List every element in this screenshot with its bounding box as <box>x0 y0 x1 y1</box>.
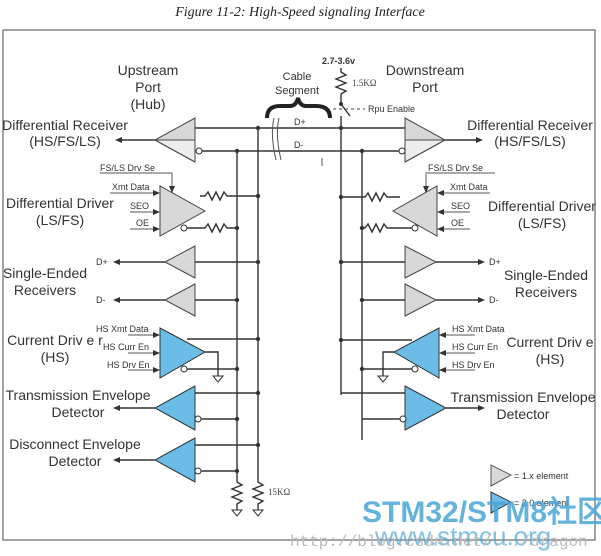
pulldown-resistor-dminus-icon <box>230 478 244 510</box>
cable-brace-icon <box>265 97 332 119</box>
svg-text:Segment: Segment <box>275 85 319 97</box>
downstream-seo: SEO <box>451 201 470 211</box>
downstream-se-dplus: D+ <box>489 257 501 267</box>
upstream-hs-drv-en: HS Drv En <box>107 360 150 370</box>
svg-text:(HS): (HS) <box>536 351 565 367</box>
upstream-current-driver-label: Current Driv e r (HS) <box>7 332 103 365</box>
figure-caption: Figure 11-2: High-Speed signaling Interf… <box>174 5 425 20</box>
downstream-diff-receiver-label: Differential Receiver (HS/FS/LS) <box>467 117 593 149</box>
legend: = 1.x element = 2.0 element <box>490 464 569 514</box>
svg-text:Detector: Detector <box>52 404 105 420</box>
legend-20-label: = 2.0 element <box>514 498 569 508</box>
svg-text:Transmission Envelope: Transmission Envelope <box>6 387 151 403</box>
svg-text:Detector: Detector <box>49 453 102 469</box>
downstream-hs-xmt-data: HS Xmt Data <box>452 324 505 334</box>
dplus-label: D+ <box>294 117 306 127</box>
upstream-se-receiver-dplus <box>163 245 196 279</box>
svg-text:(HS/FS/LS): (HS/FS/LS) <box>29 133 101 149</box>
downstream-se-label: Single-Ended Receivers <box>504 267 588 300</box>
legend-1x-label: = 1.x element <box>514 471 569 481</box>
svg-text:Differential Receiver: Differential Receiver <box>467 117 593 133</box>
downstream-tx-envelope-detector <box>404 385 448 431</box>
downstream-current-driver-label: Current Driv e (HS) <box>506 334 593 367</box>
downstream-diff-driver-label: Differential Driver (LS/FS) <box>488 198 596 231</box>
svg-text:Differential Driver: Differential Driver <box>488 198 596 214</box>
svg-text:(LS/FS): (LS/FS) <box>518 215 566 231</box>
ground-icon <box>251 509 265 517</box>
svg-text:Port: Port <box>135 79 161 95</box>
downstream-xmt-data: Xmt Data <box>450 182 488 192</box>
svg-text:Current Driv e: Current Driv e <box>506 334 593 350</box>
rpu-switch-icon <box>340 103 351 117</box>
svg-text:Single-Ended: Single-Ended <box>3 265 87 281</box>
svg-text:Upstream: Upstream <box>118 62 179 78</box>
upstream-diff-driver-label: Differential Driver (LS/FS) <box>6 195 114 228</box>
svg-text:Disconnect Envelope: Disconnect Envelope <box>9 436 141 452</box>
svg-text:(Hub): (Hub) <box>130 96 165 112</box>
downstream-se-dminus: D- <box>489 295 499 305</box>
svg-text:Receivers: Receivers <box>515 284 577 300</box>
watermark: STM32/STM8社区 www.stmcu.org http://blog.c… <box>290 496 601 551</box>
upstream-hs-xmt-data: HS Xmt Data <box>96 324 149 334</box>
rpu-enable-label: Rpu Enable <box>368 104 415 114</box>
ground-icon <box>230 509 244 517</box>
svg-text:Transmission Envelope: Transmission Envelope <box>451 389 596 405</box>
pulldown-value: 15KΩ <box>268 487 290 497</box>
downstream-fsls-drvse: FS/LS Drv Se <box>428 163 483 173</box>
svg-text:Differential Receiver: Differential Receiver <box>2 117 128 133</box>
upstream-diff-receiver-label: Differential Receiver (HS/FS/LS) <box>2 117 128 149</box>
downstream-port-title: Downstream Port <box>386 62 465 95</box>
svg-text:Receivers: Receivers <box>14 282 76 298</box>
legend-1x-icon <box>490 464 513 487</box>
downstream-se-receiver-dplus <box>404 245 438 279</box>
upstream-disconnect-envelope-detector <box>153 437 196 483</box>
legend-20-icon <box>490 491 513 514</box>
svg-text:Detector: Detector <box>497 406 550 422</box>
upstream-se-label: Single-Ended Receivers <box>3 265 87 298</box>
downstream-hs-drv-en: HS Drv En <box>452 360 495 370</box>
upstream-oe: OE <box>136 218 149 228</box>
upstream-tx-envelope-label: Transmission Envelope Detector <box>6 387 151 420</box>
pulldown-resistor-dplus-icon <box>251 478 265 510</box>
upstream-xmt-data: Xmt Data <box>112 182 150 192</box>
supply-voltage: 2.7-3.6v <box>322 56 355 66</box>
upstream-disconnect-envelope-label: Disconnect Envelope Detector <box>9 436 141 469</box>
upstream-tx-envelope-detector <box>153 385 196 431</box>
svg-text:Downstream: Downstream <box>386 62 465 78</box>
cable-break-icon <box>271 117 282 161</box>
svg-text:Cable: Cable <box>283 71 312 83</box>
pullup-resistor-icon <box>334 68 348 104</box>
downstream-se-receiver-dminus <box>404 283 438 317</box>
upstream-diff-driver <box>159 185 207 237</box>
svg-text:(HS): (HS) <box>41 349 70 365</box>
svg-text:Current Driv e r: Current Driv e r <box>7 332 103 348</box>
upstream-se-dplus: D+ <box>96 257 108 267</box>
downstream-oe: OE <box>451 218 464 228</box>
downstream-diff-driver <box>391 185 438 237</box>
pullup-value: 1.5KΩ <box>352 78 377 88</box>
svg-text:http://blog.csdn.net/.../drago: http://blog.csdn.net/.../dragon <box>290 533 588 551</box>
diagram-frame <box>2 29 596 541</box>
svg-text:Single-Ended: Single-Ended <box>504 267 588 283</box>
upstream-fsls-drvse: FS/LS Drv Se <box>100 163 155 173</box>
downstream-tx-envelope-label: Transmission Envelope Detector <box>451 389 596 422</box>
dminus-label: D- <box>294 140 304 150</box>
downstream-hs-curr-en: HS Curr En <box>452 342 498 352</box>
svg-text:Differential Driver: Differential Driver <box>6 195 114 211</box>
svg-text:Port: Port <box>412 79 438 95</box>
cable-segment-label: Cable Segment <box>275 71 319 97</box>
upstream-seo: SEO <box>130 201 149 211</box>
upstream-se-receiver-dminus <box>163 283 196 317</box>
upstream-hs-curr-en: HS Curr En <box>103 342 149 352</box>
svg-text:www.stmcu.org: www.stmcu.org <box>374 521 551 551</box>
svg-text:(LS/FS): (LS/FS) <box>36 212 84 228</box>
svg-text:STM32/STM8社区: STM32/STM8社区 <box>362 496 601 529</box>
svg-text:(HS/FS/LS): (HS/FS/LS) <box>494 133 566 149</box>
upstream-se-dminus: D- <box>96 295 106 305</box>
upstream-port-title: Upstream Port (Hub) <box>118 62 179 112</box>
